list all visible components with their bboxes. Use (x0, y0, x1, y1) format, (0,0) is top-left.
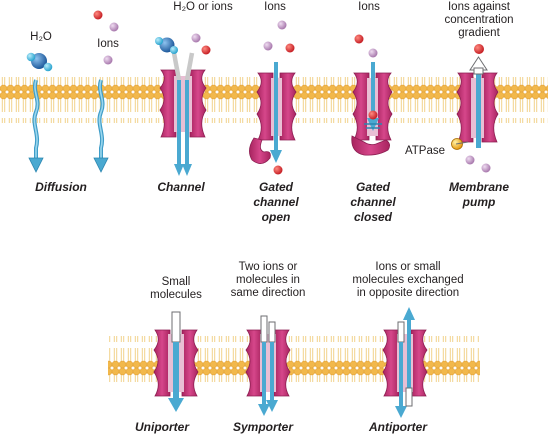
label-same-direction: Two ions or molecules in same direction (230, 261, 306, 299)
diffusion-ion-arrow (93, 79, 109, 173)
label-h2o: H₂O (30, 31, 52, 43)
gate-closed-plug (351, 135, 390, 156)
gated-channel-open-protein (256, 72, 297, 141)
label-ions-against-gradient: Ions against concentration gradient (444, 1, 514, 39)
label-atpase: ATPase (404, 145, 446, 157)
caption-channel: Channel (157, 180, 205, 194)
ion-purple-icon (103, 55, 113, 65)
ion-red-icon (273, 165, 283, 175)
ion-red-icon (474, 44, 484, 54)
label-h2o-or-ions: H₂O or ions (173, 1, 233, 13)
ion-purple-icon (109, 22, 119, 32)
gate-open-flap (249, 137, 271, 164)
ion-red-icon (201, 45, 211, 55)
water-molecule-icon (26, 52, 53, 72)
ion-red-icon (93, 10, 103, 20)
label-ions-diffusion: Ions (97, 38, 119, 50)
ion-red-icon (368, 110, 378, 120)
ion-red-icon (285, 43, 295, 53)
caption-gated-channel-open: Gated channel open (253, 180, 299, 224)
uniporter-arrow (168, 311, 184, 412)
caption-membrane-pump: Membrane pump (448, 180, 510, 209)
diffusion-water-arrow (28, 79, 44, 173)
ion-red-icon (354, 34, 364, 44)
label-small-molecules: Small molecules (150, 276, 202, 301)
ion-purple-icon (277, 20, 287, 30)
pump-arrow-up (469, 56, 488, 148)
channel-protein (159, 69, 207, 138)
label-ions-gated-closed: Ions (358, 1, 380, 13)
antiporter-arrows (395, 307, 415, 418)
symporter-arrows (258, 315, 278, 416)
ion-purple-icon (368, 48, 378, 58)
channel-arrows (171, 52, 195, 176)
label-opposite-direction: Ions or small molecules exchanged in opp… (352, 261, 464, 299)
ion-purple-icon (481, 163, 491, 173)
symporter-protein (245, 329, 291, 397)
caption-gated-channel-closed: Gated channel closed (350, 180, 396, 224)
caption-antiporter: Antiporter (369, 420, 427, 434)
gated-open-arrow (270, 62, 282, 163)
caption-diffusion: Diffusion (35, 180, 87, 194)
caption-symporter: Symporter (232, 420, 294, 434)
ion-purple-icon (465, 155, 475, 165)
label-ions-gated-open: Ions (264, 1, 286, 13)
gated-closed-arrow (364, 62, 382, 131)
water-molecule-icon (155, 37, 178, 54)
ion-purple-icon (263, 41, 273, 51)
antiporter-protein (382, 329, 428, 397)
caption-uniporter: Uniporter (135, 420, 189, 434)
ion-purple-icon (191, 33, 201, 43)
